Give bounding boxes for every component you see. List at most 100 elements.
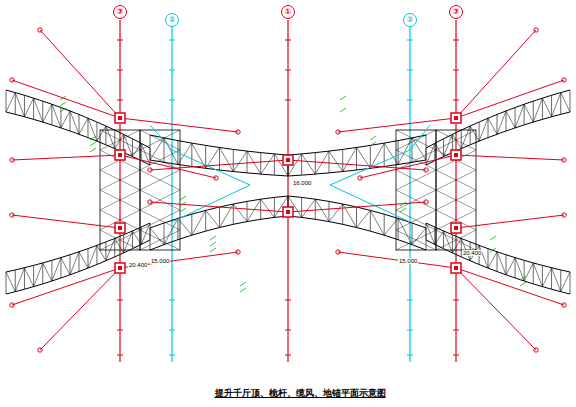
truss-web bbox=[24, 98, 33, 117]
truss-web bbox=[506, 255, 507, 275]
guy-rope bbox=[150, 160, 288, 170]
axis-tick bbox=[285, 300, 291, 301]
axis-tick bbox=[407, 100, 413, 101]
frame-bracing bbox=[436, 170, 476, 190]
axis-tick bbox=[117, 70, 123, 71]
jack-core bbox=[454, 226, 458, 230]
truss-web bbox=[69, 255, 70, 275]
truss-web bbox=[542, 98, 551, 117]
guy-rope bbox=[12, 80, 120, 118]
axis-number: ③ bbox=[453, 8, 460, 16]
truss-web bbox=[343, 148, 357, 172]
truss-web bbox=[150, 135, 151, 160]
cross-frame bbox=[436, 130, 476, 250]
axis-number: ② bbox=[407, 16, 414, 24]
axis-tick bbox=[117, 100, 123, 101]
guy-rope bbox=[150, 202, 288, 212]
truss-web bbox=[524, 263, 533, 281]
axis-tick bbox=[453, 330, 459, 331]
truss-web bbox=[51, 104, 52, 125]
axis-tick bbox=[169, 330, 175, 331]
truss-web bbox=[79, 118, 88, 134]
truss-web bbox=[88, 118, 97, 141]
jack-core bbox=[454, 153, 458, 157]
truss-web bbox=[33, 98, 34, 119]
truss-chord bbox=[426, 223, 570, 272]
dimension-mark bbox=[210, 248, 216, 252]
truss-web bbox=[315, 199, 329, 221]
mast-brace bbox=[330, 185, 410, 222]
lifting-jack bbox=[115, 263, 125, 273]
truss-web bbox=[87, 249, 88, 268]
truss-web bbox=[219, 148, 220, 171]
truss-web bbox=[87, 118, 88, 137]
dimension-mark bbox=[240, 282, 246, 286]
axis-tick bbox=[117, 355, 123, 356]
truss-web bbox=[15, 93, 16, 115]
truss-web bbox=[79, 252, 88, 268]
truss-web bbox=[106, 126, 115, 149]
truss-web bbox=[470, 126, 471, 145]
truss-web bbox=[205, 210, 206, 231]
axis-tick bbox=[169, 100, 175, 101]
axis-tick bbox=[169, 40, 175, 41]
axis-tick bbox=[285, 70, 291, 71]
axis-tick bbox=[169, 70, 175, 71]
guy-rope bbox=[456, 268, 564, 305]
truss-web bbox=[114, 130, 115, 148]
frame-bracing bbox=[396, 170, 436, 190]
axis-number: ③ bbox=[117, 8, 124, 16]
axis-tick bbox=[407, 330, 413, 331]
dimension-mark bbox=[60, 102, 66, 106]
jack-core bbox=[118, 226, 122, 230]
ground-anchor bbox=[562, 78, 566, 82]
truss-web bbox=[6, 272, 15, 292]
truss-web bbox=[452, 134, 461, 148]
truss-web bbox=[342, 204, 343, 224]
axis-line bbox=[171, 20, 172, 362]
lifting-jack bbox=[283, 207, 293, 217]
dimension-mark bbox=[180, 196, 186, 200]
axis-number: ① bbox=[285, 8, 292, 16]
dimension-mark bbox=[370, 136, 376, 140]
axis-tick bbox=[407, 40, 413, 41]
truss-web bbox=[552, 93, 561, 117]
dimension-mark bbox=[340, 96, 346, 100]
axis-bubble: ① bbox=[281, 5, 295, 19]
truss-web bbox=[70, 111, 79, 134]
guy-rope bbox=[456, 268, 536, 350]
ground-anchor bbox=[10, 213, 14, 217]
dimension-mark bbox=[60, 108, 66, 112]
truss-web bbox=[551, 268, 552, 289]
truss-web bbox=[233, 151, 247, 171]
truss-web bbox=[356, 148, 357, 171]
axis-bubble: ② bbox=[403, 13, 417, 27]
truss-web bbox=[51, 260, 52, 281]
truss-web bbox=[247, 201, 248, 221]
guy-rope bbox=[40, 268, 120, 350]
lifting-jack bbox=[451, 223, 461, 233]
jack-core bbox=[454, 266, 458, 270]
axis-tick bbox=[453, 70, 459, 71]
axis-line bbox=[409, 20, 410, 362]
truss-web bbox=[233, 149, 234, 171]
truss-web bbox=[141, 143, 142, 160]
axis-tick bbox=[407, 355, 413, 356]
truss-web bbox=[357, 210, 371, 227]
truss-web bbox=[552, 268, 561, 292]
truss-web bbox=[412, 223, 413, 245]
truss-web bbox=[220, 148, 234, 172]
frame-bracing bbox=[140, 170, 180, 190]
truss-web bbox=[515, 104, 524, 128]
jack-core bbox=[286, 158, 290, 162]
elevation-label: 16.000 bbox=[292, 180, 312, 186]
truss-web bbox=[105, 126, 106, 145]
truss-web bbox=[315, 199, 316, 219]
guy-rope bbox=[12, 268, 120, 305]
elevation-label: 15.000 bbox=[150, 258, 170, 264]
axis-tick bbox=[285, 40, 291, 41]
truss-web bbox=[15, 270, 16, 292]
truss-web bbox=[479, 118, 488, 141]
truss-web bbox=[497, 115, 498, 135]
guy-rope bbox=[288, 160, 426, 170]
